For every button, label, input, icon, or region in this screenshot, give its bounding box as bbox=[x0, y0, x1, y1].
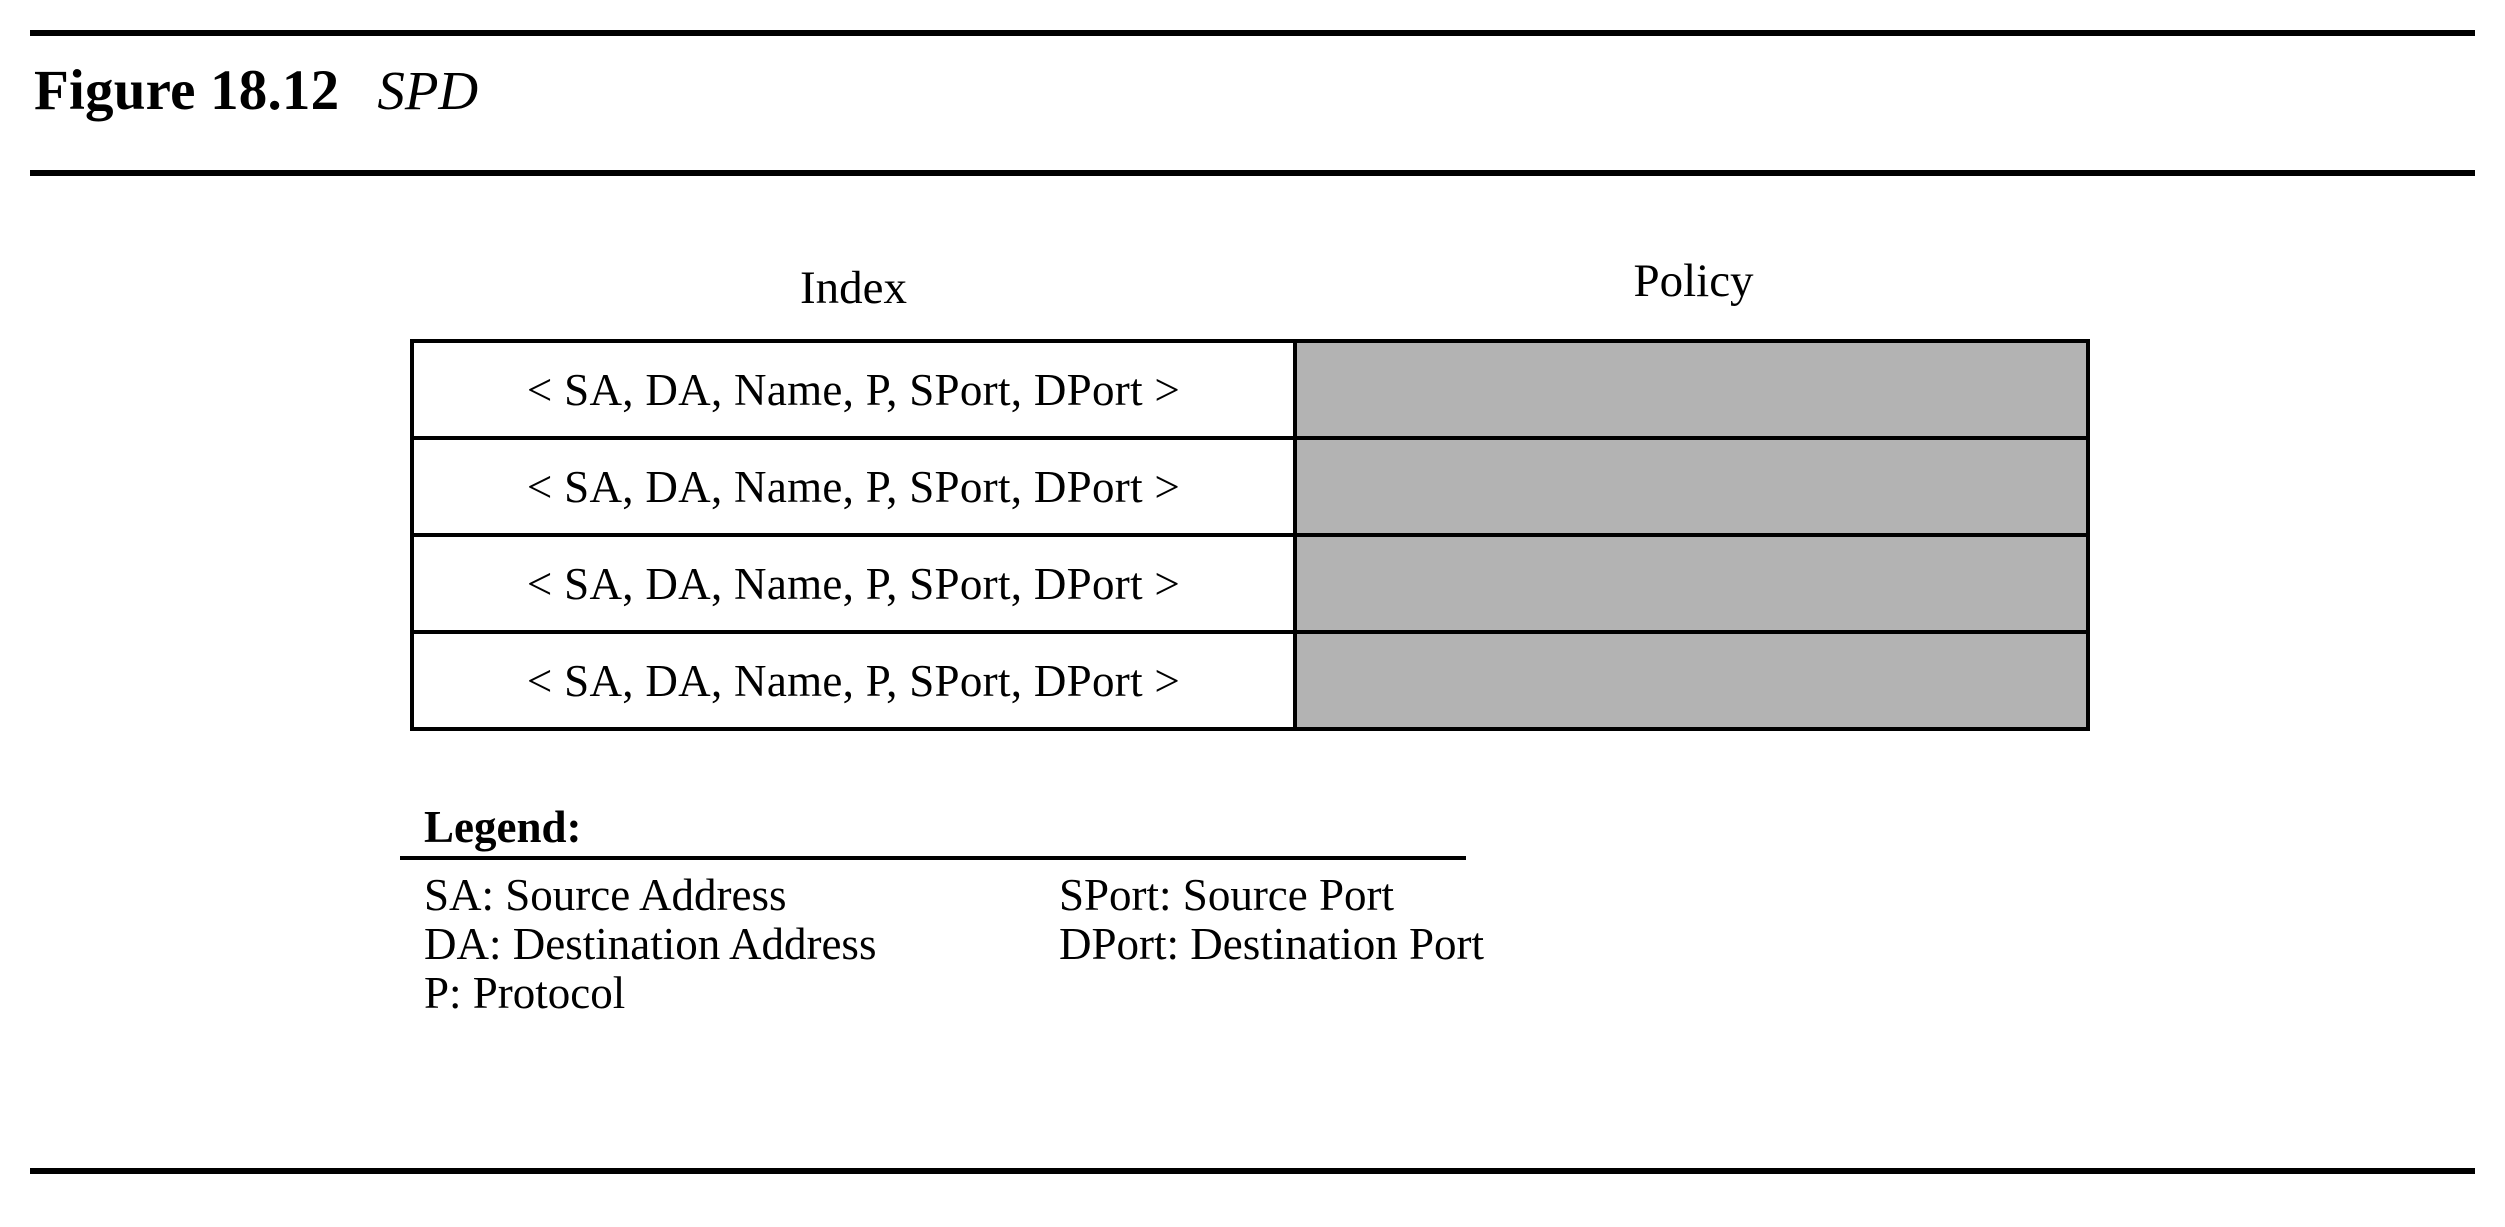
policy-cell bbox=[1297, 440, 2086, 533]
legend: Legend: SA: Source Address SPort: Source… bbox=[400, 802, 1524, 1018]
table-row: < SA, DA, Name, P, SPort, DPort > bbox=[414, 343, 2086, 440]
legend-abbrev-empty bbox=[1059, 969, 1524, 1017]
spd-table: < SA, DA, Name, P, SPort, DPort > < SA, … bbox=[410, 339, 2090, 731]
index-cell: < SA, DA, Name, P, SPort, DPort > bbox=[414, 343, 1297, 436]
figure-title: SPD bbox=[377, 60, 479, 121]
top-horizontal-rule bbox=[30, 30, 2475, 36]
legend-entries: SA: Source Address SPort: Source Port DA… bbox=[424, 871, 1524, 1017]
policy-cell bbox=[1297, 343, 2086, 436]
bottom-horizontal-rule bbox=[30, 1168, 2475, 1174]
legend-abbrev-da: DA: Destination Address bbox=[424, 919, 877, 970]
legend-heading: Legend: bbox=[424, 802, 582, 852]
legend-abbrev-sa: SA: Source Address bbox=[424, 870, 787, 921]
index-cell: < SA, DA, Name, P, SPort, DPort > bbox=[414, 634, 1297, 727]
column-header-policy: Policy bbox=[1633, 255, 1754, 307]
table-row: < SA, DA, Name, P, SPort, DPort > bbox=[414, 634, 2086, 727]
policy-cell bbox=[1297, 634, 2086, 727]
index-cell: < SA, DA, Name, P, SPort, DPort > bbox=[414, 537, 1297, 630]
legend-abbrev-p: P: Protocol bbox=[424, 968, 626, 1019]
policy-cell bbox=[1297, 537, 2086, 630]
figure-caption: Figure 18.12 SPD bbox=[34, 62, 478, 119]
table-row: < SA, DA, Name, P, SPort, DPort > bbox=[414, 440, 2086, 537]
figure-number: Figure 18.12 bbox=[34, 59, 340, 122]
legend-item: DA: Destination Address DPort: Destinati… bbox=[424, 920, 1524, 968]
legend-abbrev-sport: SPort: Source Port bbox=[1059, 870, 1395, 921]
column-header-index: Index bbox=[799, 262, 907, 314]
caption-underline-rule bbox=[30, 170, 2475, 176]
legend-abbrev-dport: DPort: Destination Port bbox=[1059, 919, 1484, 970]
legend-underline-rule bbox=[400, 856, 1466, 860]
index-cell: < SA, DA, Name, P, SPort, DPort > bbox=[414, 440, 1297, 533]
legend-item: P: Protocol bbox=[424, 969, 1524, 1017]
legend-item: SA: Source Address SPort: Source Port bbox=[424, 871, 1524, 919]
table-row: < SA, DA, Name, P, SPort, DPort > bbox=[414, 537, 2086, 634]
